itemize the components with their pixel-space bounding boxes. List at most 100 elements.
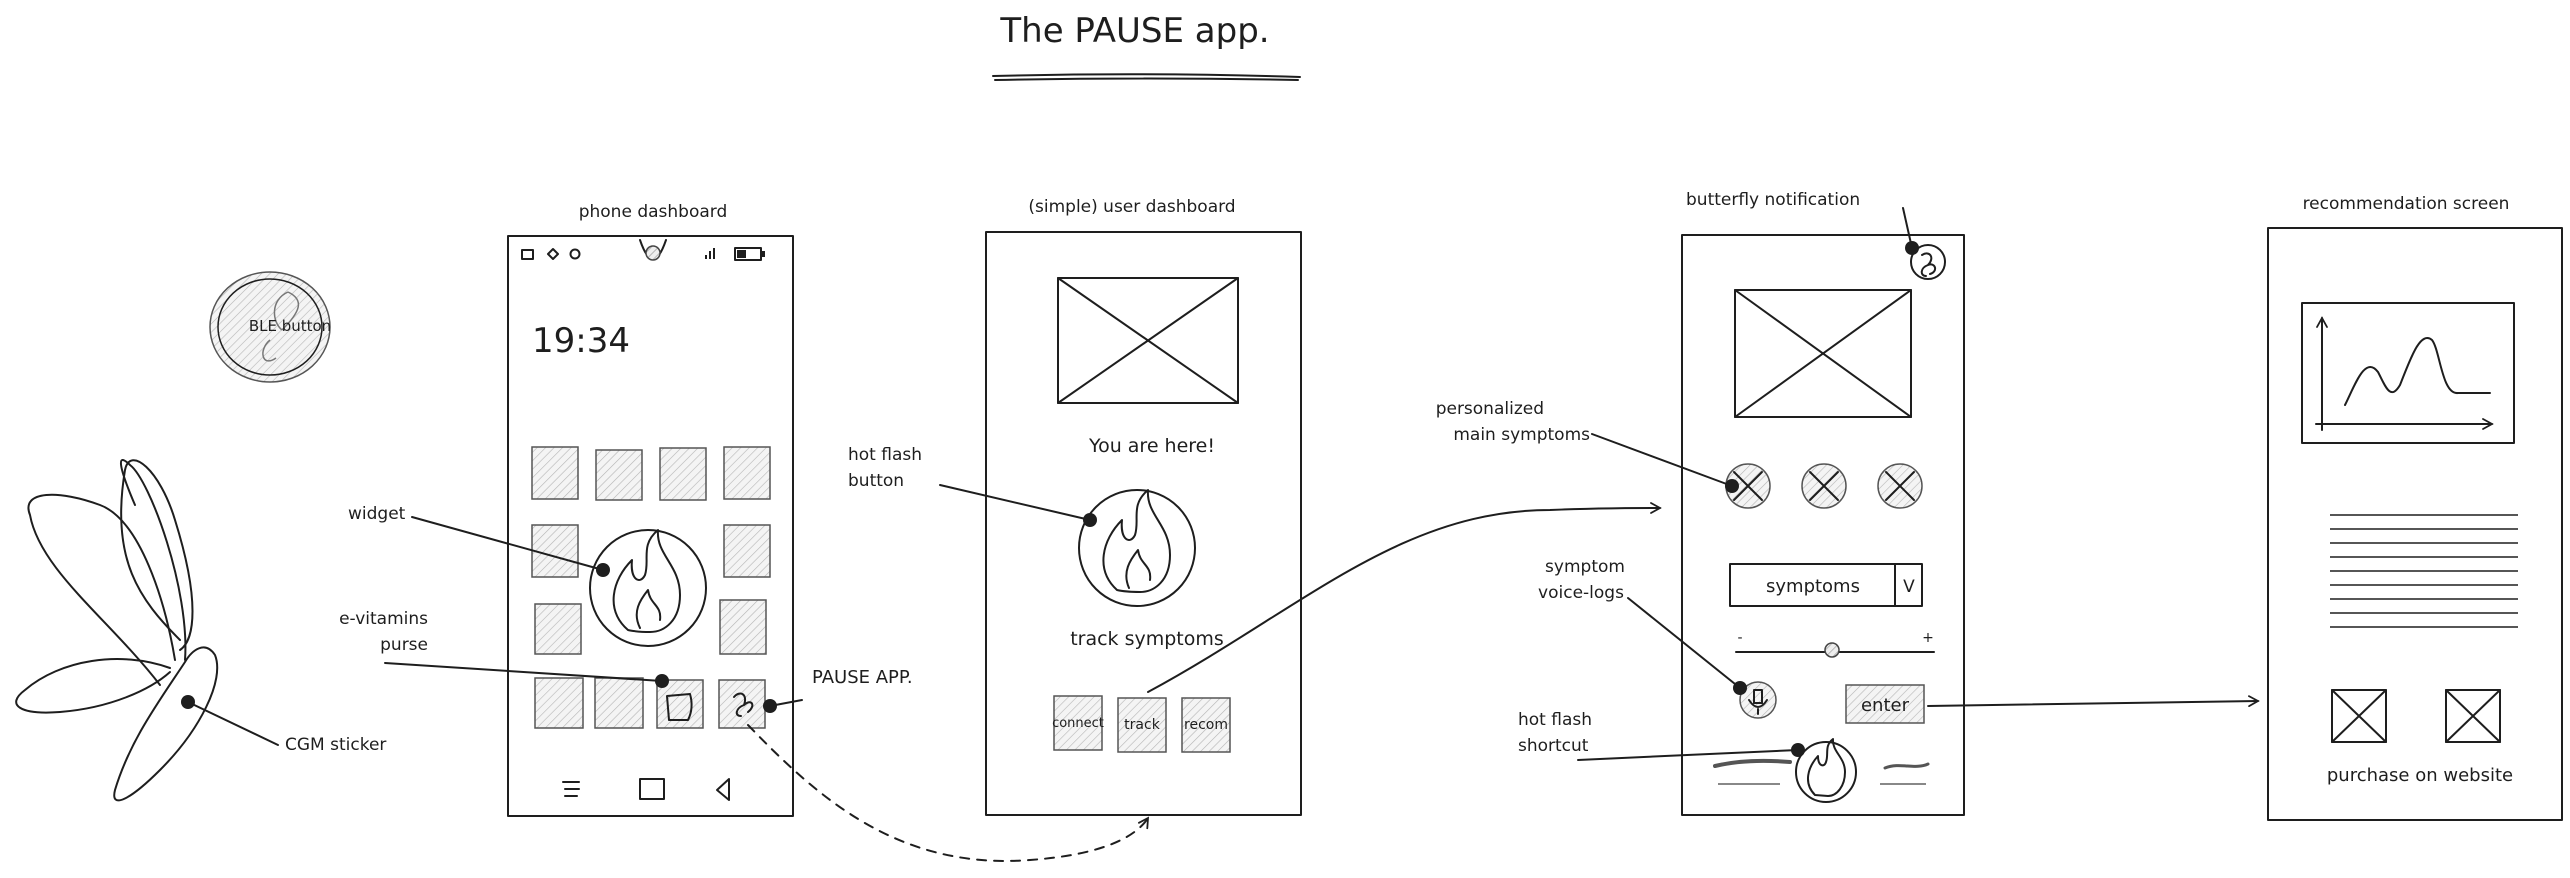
symptoms-select[interactable]: symptoms V [1729, 563, 1923, 607]
app-tile[interactable] [534, 603, 582, 655]
home-icon[interactable] [639, 778, 665, 800]
track-button[interactable]: track [1117, 697, 1167, 753]
connect-button-label: connect [1052, 716, 1104, 731]
status-diamond-icon [547, 248, 559, 260]
ble-button: BLE button [209, 271, 331, 383]
e-vitamins-label-2: purse [380, 635, 428, 655]
app-tile[interactable] [534, 677, 584, 729]
e-vitamins-label-1: e-vitamins [339, 609, 428, 629]
widget-label: widget [348, 504, 406, 524]
voice-logs-label-1: symptom [1545, 557, 1625, 577]
notification-badge[interactable] [1910, 244, 1946, 280]
microphone-icon [1748, 689, 1768, 715]
app-tile[interactable] [594, 677, 644, 729]
pause-app-label: PAUSE APP. [812, 667, 913, 688]
app-tile[interactable] [659, 447, 707, 501]
enter-button[interactable]: enter [1845, 684, 1925, 724]
app-tile[interactable] [719, 599, 767, 655]
personalized-label-2: main symptoms [1453, 425, 1590, 445]
app-tile[interactable] [723, 524, 771, 578]
image-placeholder [1734, 289, 1912, 418]
flame-icon [1807, 738, 1846, 797]
connect-button[interactable]: connect [1052, 695, 1104, 751]
cgm-sticker-butterfly [15, 458, 219, 802]
hot-flash-widget[interactable] [589, 529, 707, 647]
intensity-slider[interactable]: - + [1735, 630, 1935, 658]
slider-min: - [1737, 630, 1742, 646]
butterfly-icon [1920, 252, 1936, 277]
hot-flash-shortcut-dot [1791, 743, 1805, 757]
butterfly-icon [262, 291, 300, 362]
personalized-label-1: personalized [1436, 399, 1544, 419]
enter-button-label: enter [1861, 695, 1910, 716]
app-tile[interactable] [531, 446, 579, 500]
menu-icon[interactable] [562, 781, 580, 797]
butterfly-notification-label: butterfly notification [1686, 190, 1860, 210]
user-dashboard-screen: You are here! track symptoms connect tra… [985, 231, 1302, 816]
title-underline [992, 73, 1301, 81]
hot-flash-shortcut[interactable] [1795, 738, 1857, 803]
flow-arrow-track [1147, 502, 1662, 693]
trend-graph [2301, 302, 2515, 444]
clock-text: 19:34 [532, 321, 630, 361]
voice-log-button[interactable] [1739, 681, 1777, 719]
flow-arrow-enter [1927, 695, 2260, 708]
voice-logs-dot [1733, 681, 1747, 695]
hot-flash-button-label-2: button [848, 471, 904, 491]
ble-button-label: BLE button [249, 317, 331, 335]
product-image-placeholder[interactable] [2445, 689, 2501, 743]
camera-icon [645, 245, 661, 261]
status-square-icon [521, 249, 534, 260]
flow-arrow-dashed [747, 724, 1150, 862]
recommendation-screen-label: recommendation screen [2303, 194, 2510, 214]
recom-button[interactable]: recom [1181, 697, 1231, 753]
symptoms-select-value: symptoms [1766, 576, 1860, 597]
status-dot-icon [569, 248, 581, 260]
personalized-dot [1725, 479, 1739, 493]
hot-flash-shortcut-label-2: shortcut [1518, 736, 1589, 756]
you-are-here-text: You are here! [1088, 435, 1215, 457]
user-dashboard-label: (simple) user dashboard [1028, 197, 1235, 217]
symptom-chip[interactable] [1877, 463, 1923, 509]
phone-dashboard-label: phone dashboard [579, 202, 728, 222]
slider-max: + [1922, 630, 1934, 646]
flame-icon [612, 529, 681, 633]
battery-icon [734, 247, 765, 261]
recom-button-label: recom [1184, 717, 1228, 733]
hot-flash-button[interactable] [1078, 489, 1196, 607]
butterfly-icon [733, 692, 754, 717]
slider-thumb[interactable] [1824, 642, 1840, 658]
e-vitamins-purse-app[interactable] [656, 679, 704, 729]
voice-logs-label-2: voice-logs [1538, 583, 1624, 603]
page-title: The PAUSE app. [999, 11, 1269, 51]
track-button-label: track [1124, 717, 1161, 733]
recommendation-screen: purchase on website [2267, 227, 2563, 821]
e-vitamins-dot [655, 674, 669, 688]
symptom-chip[interactable] [1725, 463, 1771, 509]
purse-icon [666, 693, 693, 721]
symptom-chip[interactable] [1801, 463, 1847, 509]
flame-icon [1102, 489, 1171, 593]
recommendation-text-lines [2330, 514, 2518, 628]
image-placeholder [1057, 277, 1239, 404]
track-symptoms-text: track symptoms [1070, 628, 1224, 650]
hot-flash-button-label-1: hot flash [848, 445, 922, 465]
purchase-link[interactable]: purchase on website [2327, 765, 2513, 786]
app-tile[interactable] [595, 449, 643, 501]
notification-dot [1905, 241, 1919, 255]
signal-icon [705, 248, 715, 259]
phone-dashboard-screen: 19:34 [507, 235, 794, 817]
app-tile[interactable] [531, 524, 579, 578]
scribble-line [1713, 758, 1792, 768]
pause-app-icon[interactable] [718, 679, 766, 729]
scribble-line [1883, 762, 1930, 770]
product-image-placeholder[interactable] [2331, 689, 2387, 743]
widget-dot [596, 563, 610, 577]
app-tile[interactable] [723, 446, 771, 500]
hot-flash-shortcut-label-1: hot flash [1518, 710, 1592, 730]
notification-screen: symptoms V - + enter [1681, 234, 1965, 816]
back-icon[interactable] [716, 778, 730, 801]
select-caret: V [1903, 577, 1915, 597]
app-grid [531, 446, 771, 729]
